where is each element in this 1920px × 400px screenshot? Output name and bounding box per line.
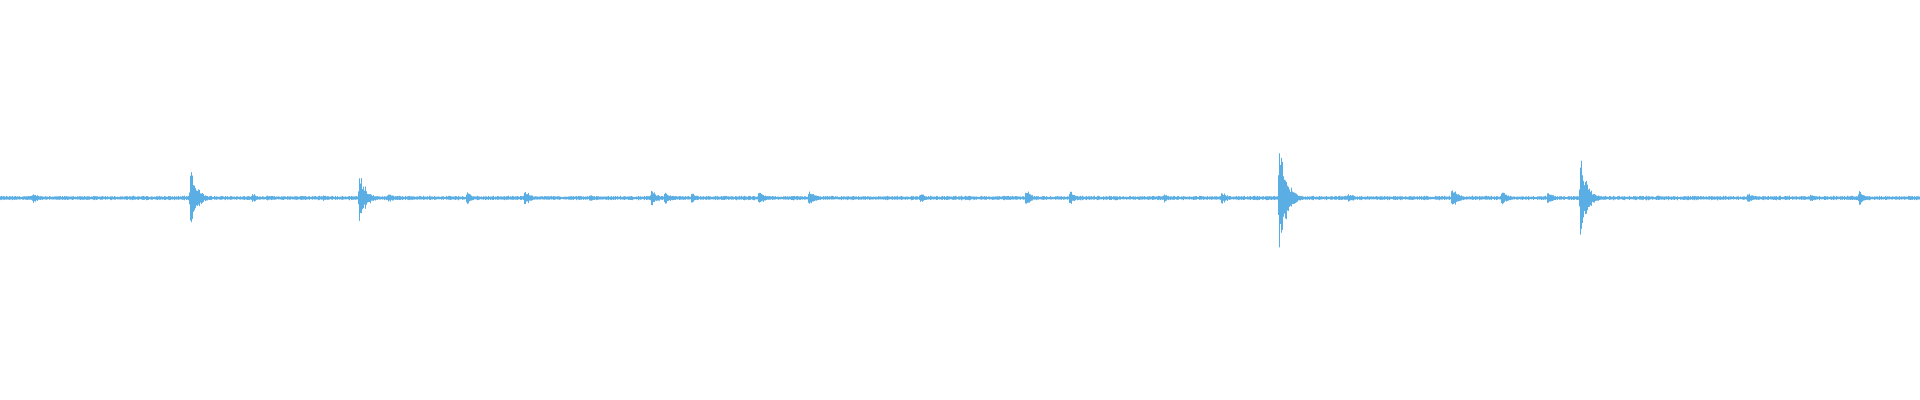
waveform-trace xyxy=(0,153,1920,248)
waveform-path xyxy=(0,153,1920,248)
